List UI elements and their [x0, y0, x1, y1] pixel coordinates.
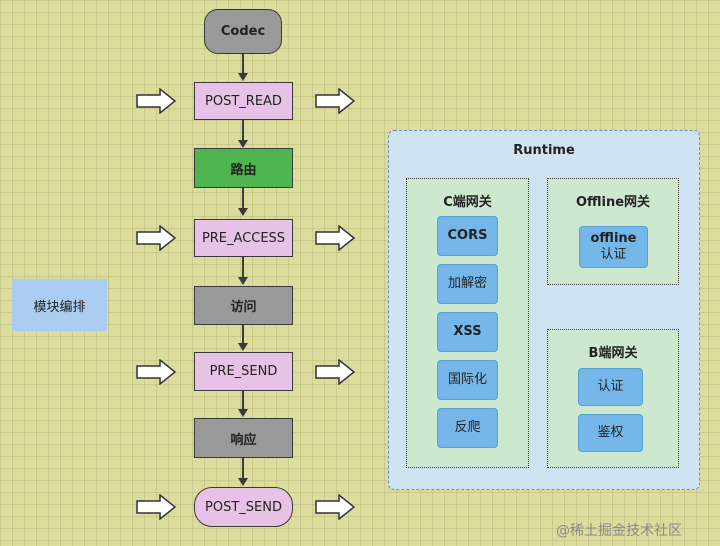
arrowhead [238, 277, 248, 285]
offline-gateway-group: Offline网关 offline 认证 [547, 178, 679, 285]
response-label: 响应 [230, 432, 257, 448]
i18n-chip: 国际化 [437, 360, 498, 400]
pre-send-label: PRE_SEND [209, 364, 278, 379]
pre-send-node: PRE_SEND [194, 352, 293, 391]
codec-node: Codec [204, 9, 282, 54]
arrowhead [238, 140, 248, 148]
c-gateway-title: C端网关 [443, 195, 492, 210]
pre-access-node: PRE_ACCESS [194, 219, 293, 257]
connector-route-preaccess [242, 188, 244, 209]
runtime-container: Runtime C端网关 CORS 加解密 XSS 国际化 反爬 Offline… [388, 130, 700, 490]
b-authorization-chip: 鉴权 [578, 414, 643, 452]
anti-crawler-label: 反爬 [454, 419, 481, 435]
access-node: 访问 [194, 286, 293, 325]
cors-chip: CORS [437, 216, 498, 256]
b-gateway-title: B端网关 [588, 346, 638, 361]
cors-label: CORS [447, 227, 488, 243]
b-authorization-label: 鉴权 [597, 424, 624, 440]
watermark-text: @稀土掘金技术社区 [556, 523, 682, 539]
offline-auth-chip: offline 认证 [579, 226, 648, 268]
offline-auth-line1: offline [590, 230, 637, 246]
connector-postread-route [242, 120, 244, 141]
b-auth-label: 认证 [597, 378, 624, 394]
post-send-label: POST_SEND [205, 499, 282, 515]
watermark: @稀土掘金技术社区 [556, 520, 682, 540]
in-arrow-icon [136, 359, 176, 385]
connector-preaccess-access [242, 257, 244, 278]
encryption-label: 加解密 [447, 275, 487, 291]
access-label: 访问 [230, 300, 257, 315]
out-arrow-icon [315, 225, 355, 251]
out-arrow-icon [315, 359, 355, 385]
arrowhead [238, 208, 248, 216]
i18n-label: 国际化 [447, 371, 487, 387]
post-read-label: POST_READ [205, 93, 282, 109]
c-gateway-group: C端网关 CORS 加解密 XSS 国际化 反爬 [406, 178, 529, 468]
runtime-title: Runtime [513, 143, 575, 158]
in-arrow-icon [136, 494, 176, 520]
response-node: 响应 [194, 418, 293, 458]
route-node: 路由 [194, 148, 293, 188]
in-arrow-icon [136, 225, 176, 251]
route-label: 路由 [230, 162, 257, 178]
out-arrow-icon [315, 494, 355, 520]
out-arrow-icon [315, 88, 355, 114]
b-gateway-group: B端网关 认证 鉴权 [547, 329, 679, 468]
connector-presend-response [242, 391, 244, 410]
offline-auth-line2: 认证 [600, 247, 627, 262]
connector-access-presend [242, 325, 244, 344]
arrowhead [238, 478, 248, 486]
xss-label: XSS [453, 323, 482, 339]
b-auth-chip: 认证 [578, 368, 643, 406]
arrowhead [238, 343, 248, 351]
connector-codec-postread [242, 54, 244, 74]
module-orchestration-box: 模块编排 [12, 279, 107, 331]
arrowhead [238, 73, 248, 81]
encryption-chip: 加解密 [437, 264, 498, 304]
codec-label: Codec [220, 24, 266, 39]
arrowhead [238, 409, 248, 417]
offline-gateway-title: Offline网关 [575, 195, 651, 210]
in-arrow-icon [136, 88, 176, 114]
pre-access-label: PRE_ACCESS [201, 230, 286, 246]
xss-chip: XSS [437, 312, 498, 352]
anti-crawler-chip: 反爬 [437, 408, 498, 448]
connector-response-postsend [242, 458, 244, 479]
post-send-node: POST_SEND [194, 487, 293, 527]
module-orchestration-label: 模块编排 [33, 299, 86, 315]
post-read-node: POST_READ [194, 82, 293, 120]
